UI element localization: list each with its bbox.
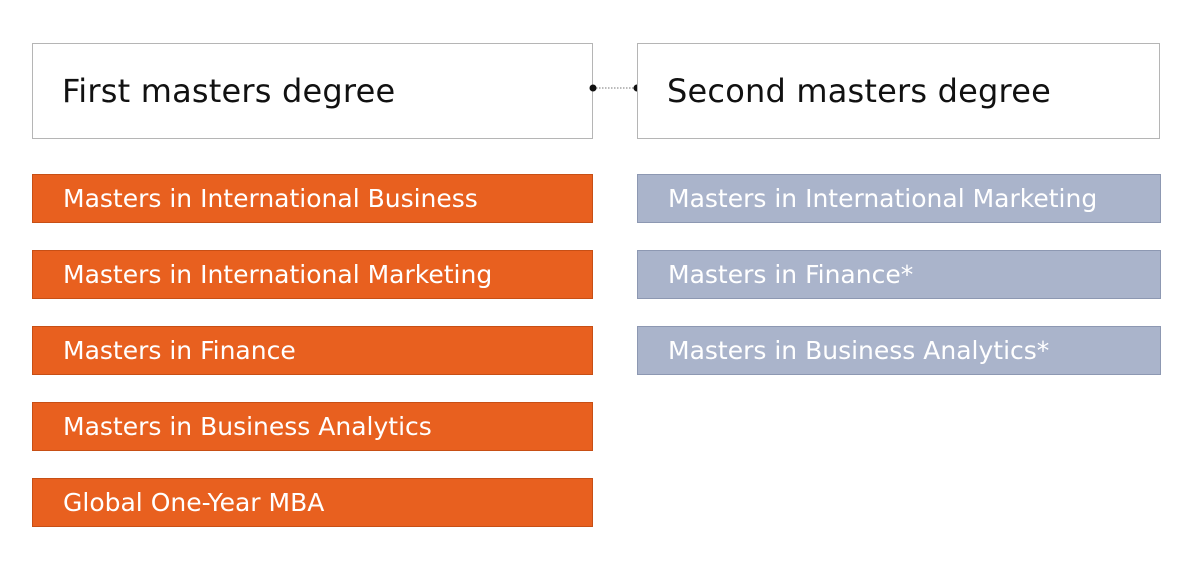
first-degree-item: Masters in Finance (32, 326, 593, 375)
second-degree-item: Masters in Business Analytics* (637, 326, 1161, 375)
first-degree-item: Masters in International Marketing (32, 250, 593, 299)
degree-connector (589, 84, 641, 92)
second-degree-item: Masters in Finance* (637, 250, 1161, 299)
program-label: Masters in Finance (63, 336, 296, 365)
program-label: Masters in International Marketing (63, 260, 493, 289)
second-degree-header: Second masters degree (637, 43, 1160, 139)
first-degree-item: Masters in International Business (32, 174, 593, 223)
first-degree-header: First masters degree (32, 43, 593, 139)
first-degree-item: Global One-Year MBA (32, 478, 593, 527)
second-degree-item: Masters in International Marketing (637, 174, 1161, 223)
connector-dot-left (589, 84, 597, 92)
second-degree-title: Second masters degree (667, 72, 1051, 110)
program-label: Masters in Business Analytics (63, 412, 432, 441)
first-degree-item: Masters in Business Analytics (32, 402, 593, 451)
program-label: Masters in International Marketing (668, 184, 1098, 213)
program-label: Masters in Business Analytics* (668, 336, 1050, 365)
first-degree-title: First masters degree (62, 72, 396, 110)
program-label: Masters in Finance* (668, 260, 914, 289)
first-degree-list: Masters in International Business Master… (32, 174, 593, 554)
second-degree-list: Masters in International Marketing Maste… (637, 174, 1161, 402)
program-label: Global One-Year MBA (63, 488, 325, 517)
program-label: Masters in International Business (63, 184, 478, 213)
